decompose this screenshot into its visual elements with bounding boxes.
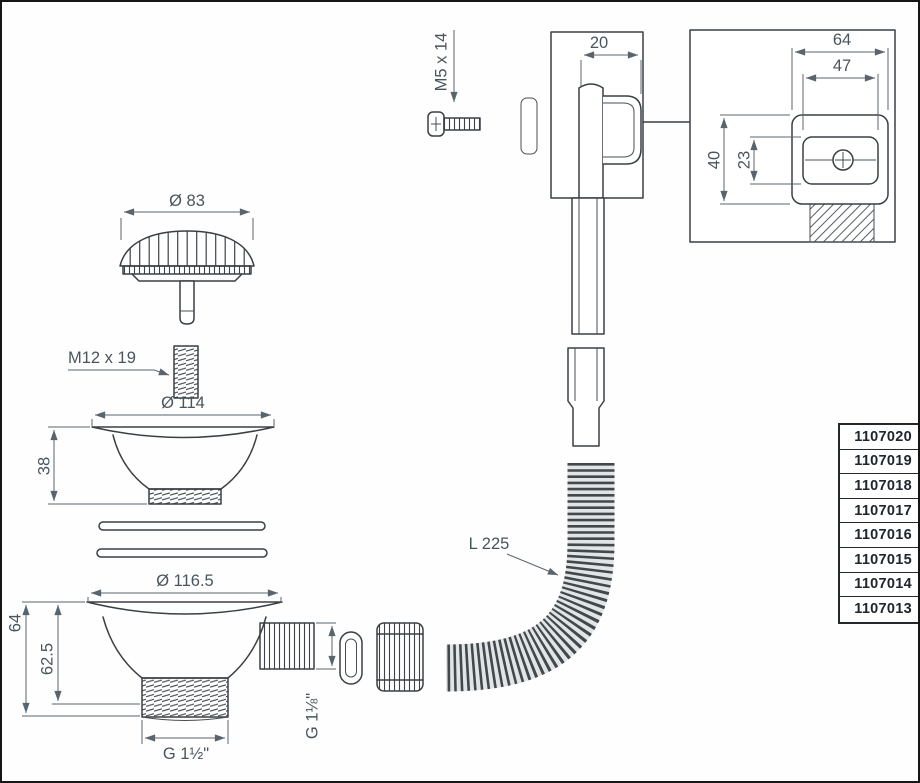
dim-label-body-cone-height: 62.5 [38,643,56,675]
flange-bowl [112,434,258,490]
sealing-washer-view [339,631,363,685]
hose-corrugation [445,463,615,692]
dim-strainer-diameter: Ø 83 [120,192,254,240]
body-side-outlet [259,622,315,670]
overflow-screw-label: M5 x 14 [432,33,450,92]
dim-overflow-width: 20 [580,34,642,94]
dim-cover-inner-width: 47 [802,57,879,130]
stud-screw-leader [68,368,170,376]
part-number: 1107015 [854,551,912,568]
flange-rim [91,426,275,439]
locking-nut-view [376,622,424,692]
stud-screw-body [173,345,199,399]
dim-cover-inner-height: 23 [735,136,801,185]
part-number: 1107016 [854,527,912,544]
dim-cover-outer-width: 64 [791,31,889,110]
overflow-elbow-body [602,95,642,165]
dim-label-side-thread: G 1⅛" [303,693,321,739]
stud-screw-label: M12 x 19 [68,349,136,367]
dim-flange-height: 38 [35,426,147,505]
overflow-cover-detail-view: 64 47 40 23 [642,29,896,243]
flexible-hose-view: L 225 [445,463,615,692]
strainer-dome [119,230,255,267]
dim-bottom-thread: G 1½" [141,720,229,763]
dim-label-body-total-height: 64 [6,614,24,632]
dim-label-cover-outer-height: 40 [705,151,723,169]
strainer-stem [179,280,195,325]
strainer-body-view: Ø 116.5 64 62.5 G 1½" G 1⅛" [6,572,336,763]
part-row: 1107020 [840,425,918,450]
gasket-washers-view [96,521,268,558]
dim-side-thread: G 1⅛" [303,622,336,739]
part-row: 1107016 [840,523,918,548]
flat-gasket-2 [96,548,268,558]
strainer-basket-view: Ø 83 [119,192,255,325]
dim-label-cover-inner-width: 47 [833,57,851,75]
dim-label-strainer-diameter: Ø 83 [169,192,205,210]
dim-label-bottom-thread: G 1½" [163,745,209,763]
dim-body-total-height: 64 [6,601,140,717]
dim-flange-diameter: Ø 114 [91,394,275,426]
hose-connector-view [567,347,605,447]
body-tail-thread [141,677,229,718]
part-row: 1107015 [840,548,918,573]
body-rim [86,601,283,615]
hose-length-label: L 225 [469,535,510,553]
part-number: 1107013 [854,601,912,618]
dim-label-cover-inner-height: 23 [735,151,753,169]
part-number: 1107014 [854,576,912,593]
body-bowl [102,616,267,679]
dim-label-cover-outer-width: 64 [833,31,851,49]
part-row: 1107019 [840,450,918,475]
part-row: 1107014 [840,573,918,598]
part-row: 1107018 [840,474,918,499]
dim-label-flange-height: 38 [35,457,53,475]
dim-label-overflow-width: 20 [590,34,608,52]
stud-screw-view: M12 x 19 [68,345,199,399]
overflow-elbow-view: 20 [520,31,644,199]
part-number: 1107018 [854,477,912,494]
overflow-screw-view: M5 x 14 [427,30,481,137]
flat-gasket-1 [98,521,266,531]
parts-table: 1107020 1107019 1107018 1107017 1107016 … [838,423,918,624]
dim-label-body-diameter: Ø 116.5 [156,572,213,590]
strainer-lip [131,273,243,282]
wall-section-hatch [809,203,875,243]
part-row: 1107013 [840,597,918,622]
part-number: 1107017 [854,502,912,519]
dim-cover-outer-height: 40 [705,114,790,205]
dim-label-flange-diameter: Ø 114 [161,394,205,412]
part-number: 1107020 [854,428,912,445]
screw-shaft [443,117,481,131]
hose-label-leader [506,553,559,576]
strainer-rim [122,265,252,275]
overflow-gasket [520,97,538,155]
flange-thread [148,488,222,505]
dim-body-cone-height: 62.5 [38,604,140,705]
dim-body-diameter: Ø 116.5 [87,572,282,603]
overflow-standpipe-view [571,197,605,335]
upper-flange-view: Ø 114 38 [35,394,275,505]
part-number: 1107019 [854,453,912,470]
part-row: 1107017 [840,499,918,524]
